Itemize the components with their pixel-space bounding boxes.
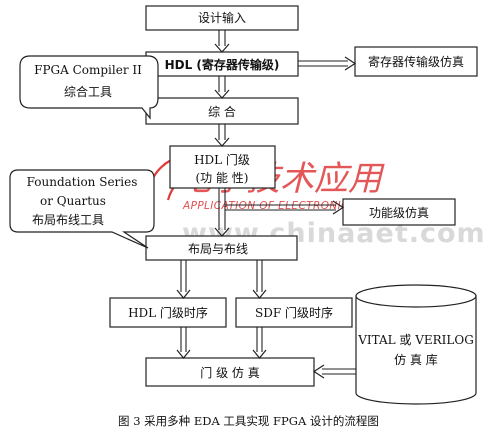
callout-foundation-label-2: or Quartus	[40, 194, 106, 208]
arrow-synthesis-to-gate	[214, 124, 230, 147]
arrow-gate-to-func-sim	[225, 200, 345, 215]
box-design-input: 设计输入	[145, 5, 299, 31]
callout-foundation: Foundation Series or Quartus 布局布线工具	[9, 169, 155, 249]
arrow-gate-to-place-route	[214, 188, 230, 237]
box-gate-sim-label: 门 级 仿 真	[200, 365, 259, 380]
box-design-input-label: 设计输入	[198, 10, 246, 25]
box-func-sim-label: 功能级仿真	[369, 206, 429, 220]
arrow-sdf-timing-to-gate-sim	[252, 327, 267, 359]
arrow-place-route-to-sdf-timing	[252, 260, 267, 299]
box-hdl-gate-timing-label: HDL 门级时序	[128, 305, 208, 320]
box-gate-sim: 门 级 仿 真	[145, 357, 315, 387]
arrow-library-to-gate-sim	[312, 364, 356, 379]
callout-fpga-compiler-label-2: 综合工具	[64, 84, 112, 99]
box-place-route: 布局与布线	[145, 235, 298, 261]
box-rtl-sim: 寄存器传输级仿真	[354, 46, 478, 77]
box-sdf-gate-timing-label: SDF 门级时序	[255, 305, 333, 320]
box-hdl-gate-timing: HDL 门级时序	[109, 297, 227, 328]
box-hdl-gate-label-1: HDL 门级	[194, 152, 250, 167]
library-label-1: VITAL 或 VERILOG	[357, 333, 474, 347]
arrow-input-to-rtl	[214, 30, 230, 53]
connectors	[176, 30, 357, 379]
box-rtl-sim-label: 寄存器传输级仿真	[368, 54, 464, 69]
box-synthesis: 综 合	[145, 97, 299, 125]
box-hdl-gate-label-2: (功 能 性)	[196, 171, 249, 185]
box-place-route-label: 布局与布线	[188, 242, 248, 256]
box-func-sim: 功能级仿真	[342, 198, 456, 226]
callout-fpga-compiler-label-1: FPGA Compiler II	[34, 63, 142, 77]
box-synthesis-label: 综 合	[208, 104, 236, 119]
box-sdf-gate-timing: SDF 门级时序	[235, 297, 353, 328]
simulation-library-cylinder: VITAL 或 VERILOG 仿 真 库	[355, 284, 477, 405]
arrow-rtl-to-synthesis	[214, 76, 230, 99]
arrow-hdl-timing-to-gate-sim	[176, 327, 191, 359]
library-label-2: 仿 真 库	[394, 352, 438, 367]
arrow-place-route-to-hdl-timing	[176, 260, 191, 299]
box-hdl-rtl: HDL (寄存器传输级)	[145, 51, 299, 77]
callout-fpga-compiler: FPGA Compiler II 综合工具	[19, 55, 159, 120]
box-hdl-rtl-label: HDL (寄存器传输级)	[165, 57, 280, 72]
callout-foundation-label-3: 布局布线工具	[32, 213, 104, 227]
callout-foundation-label-1: Foundation Series	[27, 175, 138, 189]
figure-caption: 图 3 采用多种 EDA 工具实现 FPGA 设计的流程图	[118, 414, 379, 428]
box-hdl-gate-functional: HDL 门级 (功 能 性)	[169, 145, 276, 189]
arrow-rtl-to-rtl-sim	[298, 56, 357, 71]
